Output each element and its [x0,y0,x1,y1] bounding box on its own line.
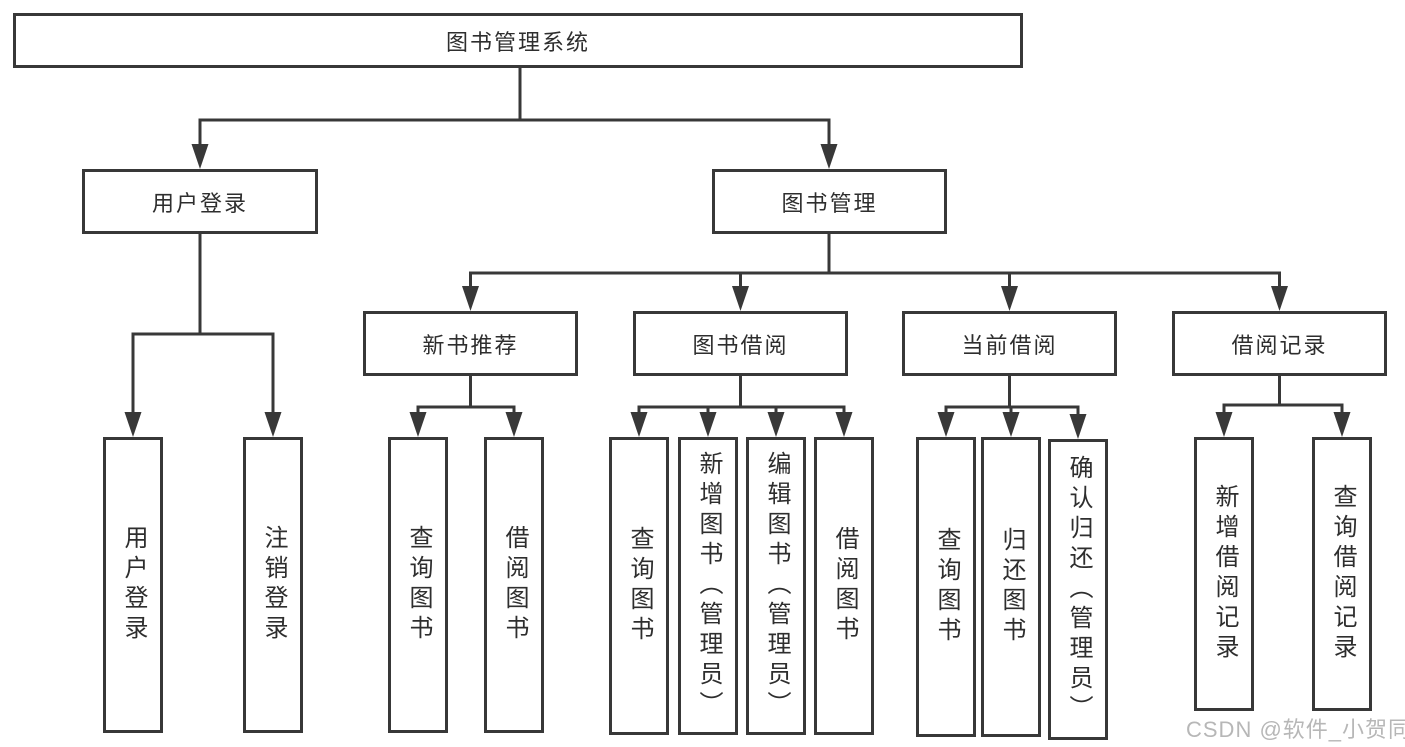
leaf-borrow-books: 借阅图书 [484,437,544,733]
leaf-confirm-return-admin: 确认归还（管理员） [1048,439,1108,740]
leaf-edit-books-admin: 编辑图书（管理员） [746,437,806,735]
leaf-borrow-books: 借阅图书 [814,437,874,735]
node-label: 新增图书（管理员） [695,451,722,721]
node-label: 图书借阅 [692,332,789,358]
node-label: 图书管理 [781,190,878,216]
node-label: 查询图书 [626,526,653,646]
node-label: 借阅图书 [831,526,858,646]
node-new-book-recommend: 新书推荐 [363,311,578,376]
node-label: 确认归还（管理员） [1065,454,1092,725]
node-label: 查询图书 [405,525,432,645]
node-label: 当前借阅 [961,332,1058,358]
csdn-watermark: CSDN @软件_小贺同学 [1186,717,1405,742]
node-label: 查询借阅记录 [1329,484,1356,664]
leaf-query-books: 查询图书 [916,437,976,737]
node-user-login: 用户登录 [82,169,318,234]
node-book-borrowing: 图书借阅 [633,311,848,376]
connector-strokes [131,68,1344,417]
node-system-root: 图书管理系统 [13,13,1023,68]
leaf-query-borrow-record: 查询借阅记录 [1312,437,1372,711]
node-book-management: 图书管理 [712,169,947,234]
node-label: 借阅记录 [1231,332,1328,358]
node-label: 用户登录 [120,525,147,645]
leaf-add-borrow-record: 新增借阅记录 [1194,437,1254,711]
node-label: 用户登录 [151,190,248,216]
leaf-user-login: 用户登录 [103,437,163,733]
leaf-query-books: 查询图书 [609,437,669,735]
leaf-logout: 注销登录 [243,437,303,733]
node-label: 编辑图书（管理员） [763,451,790,721]
node-borrowing-records: 借阅记录 [1172,311,1387,376]
node-label: 注销登录 [260,525,287,645]
node-label: 新书推荐 [422,332,519,358]
leaf-add-books-admin: 新增图书（管理员） [678,437,738,735]
node-label: 借阅图书 [501,525,528,645]
node-current-borrowing: 当前借阅 [902,311,1117,376]
node-label: 新增借阅记录 [1211,484,1238,664]
leaf-query-books: 查询图书 [388,437,448,733]
node-label: 归还图书 [998,527,1025,647]
node-label: 查询图书 [933,527,960,647]
leaf-return-books: 归还图书 [981,437,1041,737]
node-label: 图书管理系统 [445,29,590,55]
arrowheads [124,144,1351,439]
